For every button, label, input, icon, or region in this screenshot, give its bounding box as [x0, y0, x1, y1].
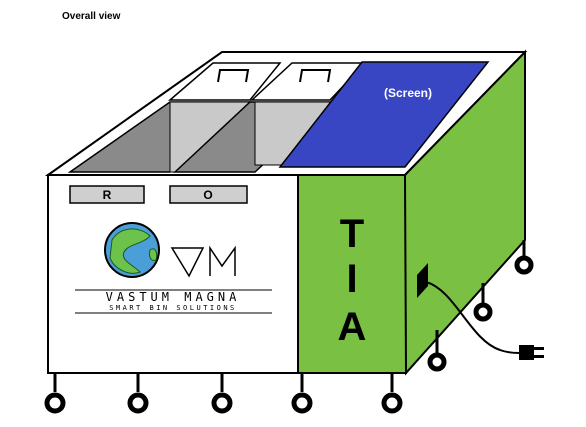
power-cord — [425, 281, 521, 354]
wheel-front-5 — [381, 373, 403, 414]
screen-label: (Screen) — [384, 86, 432, 100]
wheel-side-3 — [514, 240, 534, 275]
wheel-front-1 — [44, 373, 66, 414]
side-letter-t: T — [340, 212, 364, 256]
label-plate-o — [169, 185, 248, 204]
lid-left-handle[interactable] — [217, 69, 250, 83]
label-r: R — [103, 188, 112, 202]
wheel-front-2 — [127, 373, 149, 414]
wheel-side-2 — [473, 283, 493, 322]
power-socket[interactable] — [417, 263, 428, 298]
vm-logo-letters — [170, 245, 236, 278]
label-plate-r — [69, 185, 145, 204]
brand-tagline: SMART BIN SOLUTIONS — [109, 304, 237, 312]
front-face — [47, 174, 299, 374]
side-letter-i: I — [346, 257, 357, 301]
wheel-side-1 — [427, 330, 447, 372]
green-front-face — [297, 174, 407, 374]
label-o: O — [203, 188, 212, 202]
page-title: Overall view — [62, 11, 121, 22]
plug-icon[interactable] — [519, 345, 544, 360]
side-letter-a: A — [338, 305, 367, 349]
globe-logo-icon — [104, 222, 160, 278]
screen-panel[interactable] — [278, 61, 490, 168]
wheel-front-3 — [211, 373, 233, 414]
wheel-front-4 — [291, 373, 313, 414]
lid-right-handle[interactable] — [299, 69, 332, 83]
brand-name: VASTUM MAGNA — [106, 290, 241, 304]
lid-left — [167, 62, 282, 101]
